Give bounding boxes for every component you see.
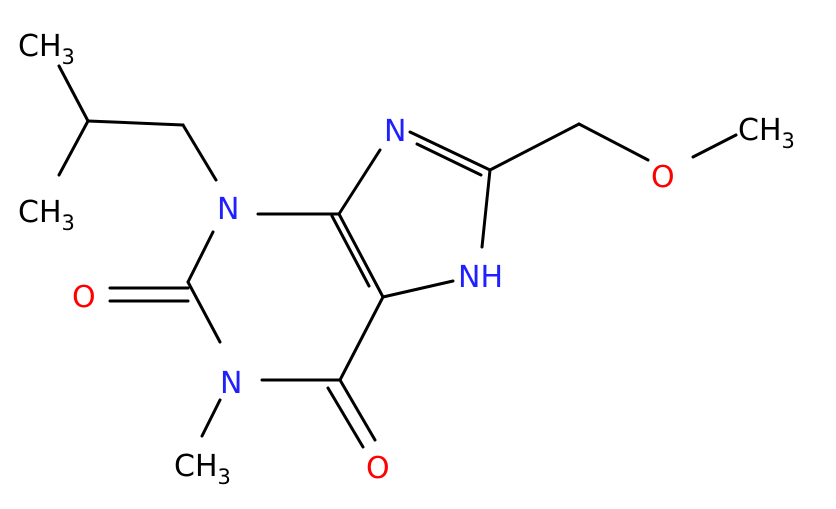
bond-c8-nh — [480, 168, 492, 249]
bond-c5-c4-double — [330, 214, 371, 288]
bond-c2-n1 — [186, 280, 222, 344]
bond-o-ch3 — [691, 133, 738, 159]
atom-o-left: O — [72, 280, 96, 315]
bond-n9-c8-b — [415, 142, 483, 177]
bond-c6-c5 — [338, 295, 385, 382]
bond-n9-c8-a — [408, 130, 492, 172]
atom-labels: CH3 CH3 N N NH O N CH3 O O CH3 — [18, 29, 795, 489]
bond-branch-ch2 — [86, 119, 185, 127]
atom-o-ether: O — [651, 160, 675, 195]
bond-c4-n9 — [337, 148, 382, 216]
bond-n3-c2 — [186, 230, 215, 284]
bond-c6-o-bottom-a — [338, 378, 377, 442]
atom-ch3-n: CH3 — [174, 449, 231, 489]
atom-o-bottom: O — [366, 451, 390, 486]
bond-lines — [57, 64, 738, 449]
atom-ch3-ether: CH3 — [738, 113, 795, 153]
atom-ch3-top: CH3 — [18, 29, 75, 69]
atom-n-ring-left: N — [217, 192, 239, 227]
bond-nh-c5 — [381, 279, 455, 299]
atom-ch3-mid: CH3 — [18, 195, 75, 235]
bond-ch2-n3 — [181, 123, 218, 182]
atom-nh: NH — [458, 260, 503, 295]
bond-ch2-o — [577, 122, 650, 162]
bond-c5-c4 — [337, 212, 385, 299]
bond-n1-methyl — [200, 398, 222, 438]
bond-ch3top-branch — [57, 64, 90, 123]
atom-n-bottom: N — [220, 366, 242, 401]
atom-n-imidazole: N — [384, 114, 406, 149]
bond-branch-ch3mid — [57, 119, 90, 177]
bond-c8-ch2 — [488, 122, 581, 172]
bond-c6-o-bottom-b — [326, 386, 365, 449]
